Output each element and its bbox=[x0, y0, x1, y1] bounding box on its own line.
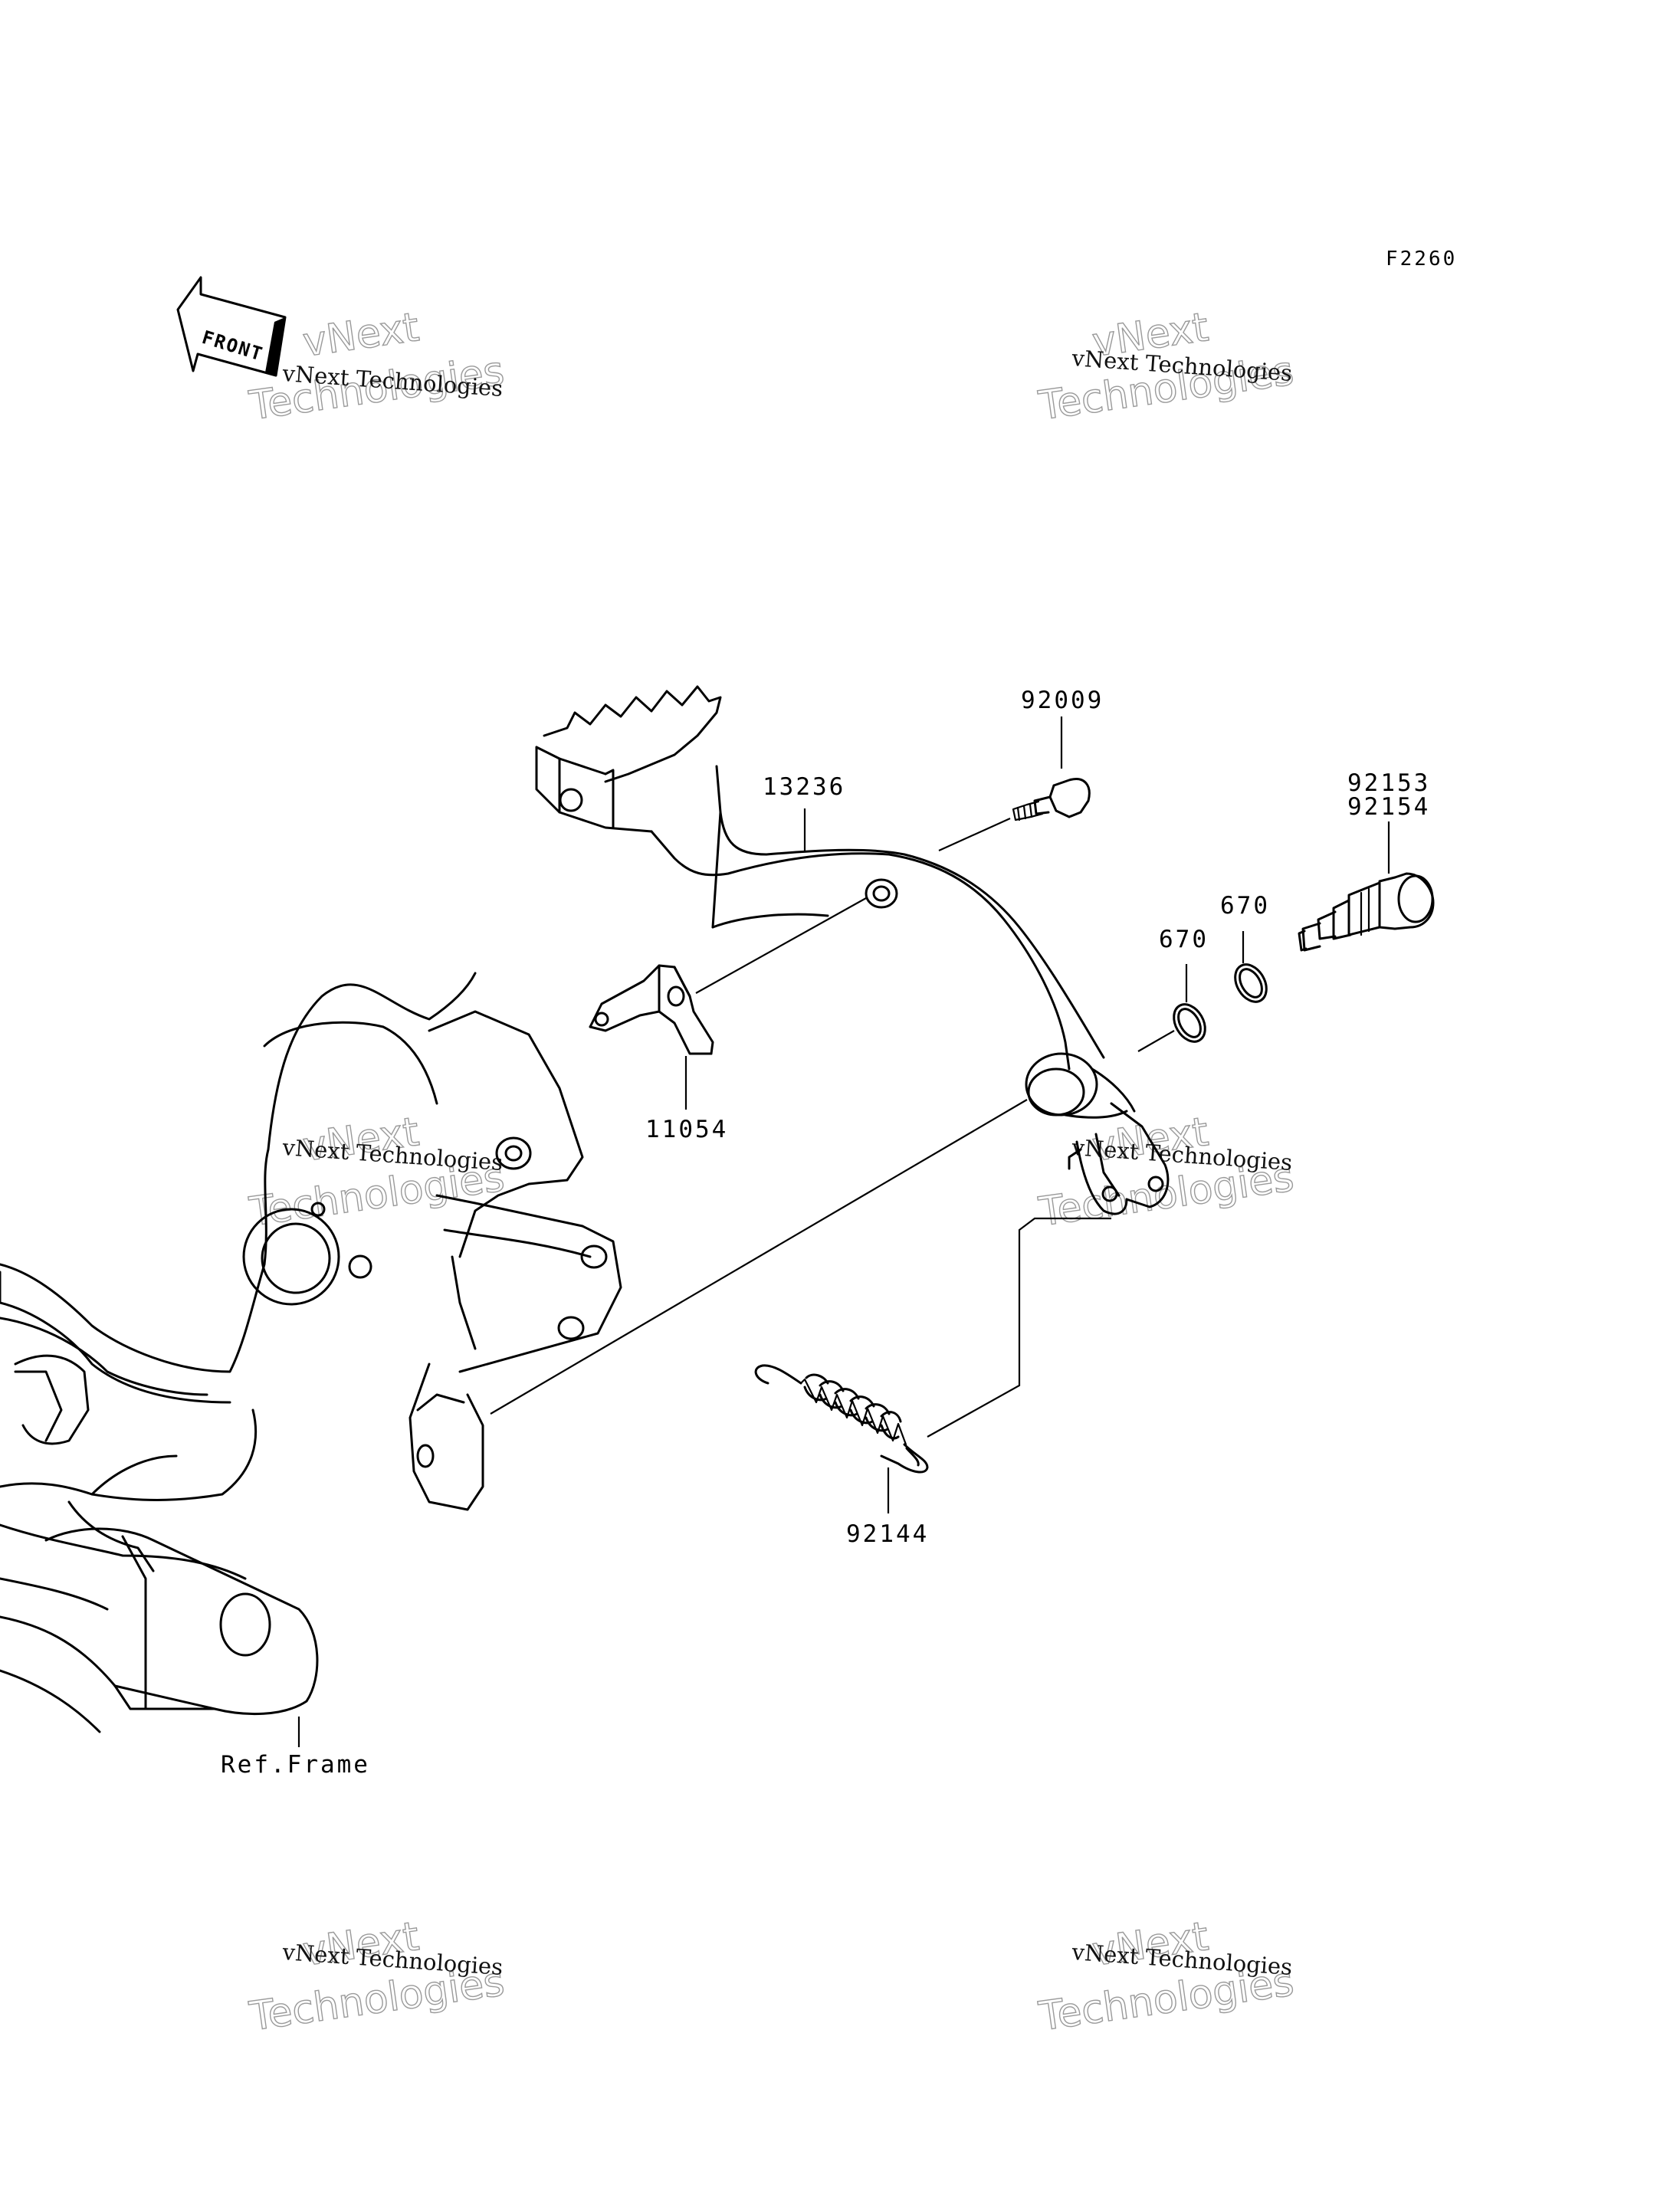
svg-text:FRONT: FRONT bbox=[199, 326, 266, 366]
o-ring-right bbox=[1234, 963, 1268, 1003]
pivot-bolt bbox=[1298, 872, 1435, 952]
brake-pedal bbox=[535, 685, 1170, 1215]
label-13236: 13236 bbox=[763, 773, 845, 801]
bolt-92009 bbox=[1012, 778, 1091, 821]
label-ref-frame: Ref.Frame bbox=[221, 1751, 370, 1779]
leader-lines bbox=[297, 716, 1390, 1747]
label-92144: 92144 bbox=[846, 1520, 929, 1548]
label-92153: 92153 bbox=[1347, 769, 1430, 797]
o-ring-left bbox=[1173, 1003, 1206, 1043]
label-670-right: 670 bbox=[1220, 892, 1270, 920]
bracket-11054 bbox=[589, 964, 714, 1055]
front-arrow-icon: FRONT bbox=[176, 276, 287, 377]
label-11054: 11054 bbox=[645, 1116, 728, 1143]
label-670-left: 670 bbox=[1159, 926, 1209, 953]
svg-text:vNext: vNext bbox=[300, 304, 422, 366]
return-spring bbox=[754, 1364, 929, 1474]
label-92154: 92154 bbox=[1347, 793, 1430, 821]
figure-code: F2260 bbox=[1386, 248, 1457, 271]
frame-assembly bbox=[0, 972, 622, 1733]
label-92009: 92009 bbox=[1021, 687, 1104, 714]
